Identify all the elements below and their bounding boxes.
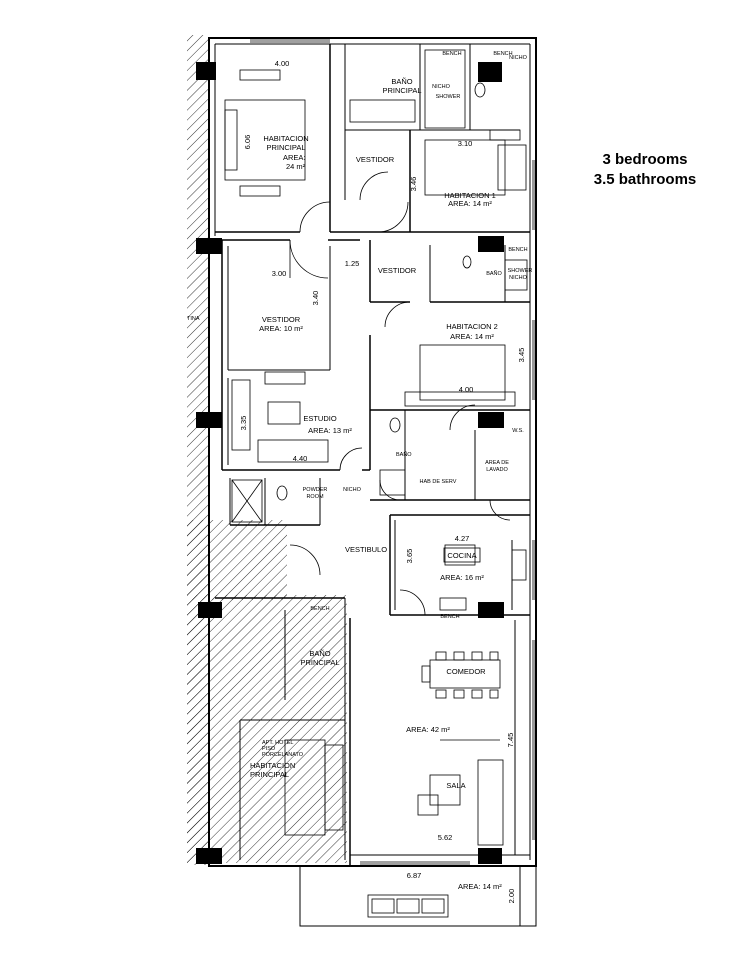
room-labels: HABITACION PRINCIPAL AREA: 24 m² BAÑO PR…	[187, 77, 509, 891]
dimension-label: 3.10	[458, 139, 473, 148]
coffee-table-icon	[429, 774, 461, 806]
master-bath-label-2: PRINCIPAL	[382, 86, 421, 95]
dimension-label: 3.35	[239, 416, 248, 431]
dimension-label: 3.65	[405, 549, 414, 564]
vestibulo-label: VESTIBULO	[345, 545, 387, 554]
neighbor-bath-label: BAÑO	[309, 649, 330, 658]
comedor-label: COMEDOR	[446, 667, 486, 676]
neighbor-bath-label-2: PRINCIPAL	[300, 658, 339, 667]
dimension-label: 3.45	[517, 348, 526, 363]
terrace-sofa-icon	[367, 894, 449, 918]
ws-label: W.S.	[512, 428, 524, 434]
bed-1-icon	[424, 139, 506, 196]
sink-icon	[511, 549, 527, 581]
bench-label: BENCH	[442, 51, 461, 57]
sala-label: SALA	[446, 781, 465, 790]
doors	[289, 171, 511, 616]
toilet-icon	[474, 82, 486, 98]
dimension-label: 7.45	[506, 733, 515, 748]
nicho-label: NICHO	[509, 55, 527, 61]
laundry-label-2: LAVADO	[486, 467, 508, 473]
toilet-icon	[462, 255, 472, 269]
dimension-label: 6.06	[243, 135, 252, 150]
bench-label: BENCH	[493, 51, 512, 57]
dimension-label: 4.27	[455, 534, 470, 543]
dimension-label: 4.40	[293, 454, 308, 463]
nicho-label: NICHO	[432, 84, 450, 90]
vestidor-big-label: VESTIDOR	[262, 315, 301, 324]
bench-label: BENCH	[508, 247, 527, 253]
bench-label: BENCH	[440, 614, 459, 620]
neighbor-note-1: APT. HOTEL	[262, 740, 293, 746]
master-bedroom-label-2: PRINCIPAL	[266, 143, 305, 152]
dimension-label: 4.00	[459, 385, 474, 394]
bench-label: BENCH	[310, 606, 329, 612]
kitchen-island-icon	[444, 544, 476, 566]
nicho-label: NICHO	[343, 487, 361, 493]
shower-label: SHOWER	[436, 94, 461, 100]
dimension-label: 3.00	[272, 269, 287, 278]
master-bath-label: BAÑO	[391, 77, 412, 86]
service-room-label: HAB DE SERV	[420, 479, 457, 485]
bedroom-2-area: AREA: 14 m²	[450, 332, 494, 341]
dimension-label: 6.87	[407, 871, 422, 880]
living-area: AREA: 42 m²	[406, 725, 450, 734]
furniture	[224, 49, 528, 918]
estudio-area: AREA: 13 m²	[308, 426, 352, 435]
fixture-labels: BENCH BENCH NICHO NICHO SHOWER BENCH BAÑ…	[310, 51, 532, 620]
cocina-label-box	[443, 547, 481, 563]
dimension-label: 1.25	[345, 259, 360, 268]
cocina-area: AREA: 16 m²	[440, 573, 484, 582]
terrace-area: AREA: 14 m²	[458, 882, 502, 891]
service-bath-label: BAÑO	[396, 451, 412, 458]
bedroom-1-label: HABITACION 1	[444, 191, 496, 200]
windows	[250, 39, 536, 865]
vestidor-top-label: VESTIDOR	[356, 155, 395, 164]
desk-icon	[267, 401, 301, 425]
neighbor-bed-label: HABITACION	[250, 761, 295, 770]
dimension-label: 3.46	[409, 177, 418, 192]
tina-label: TINA	[187, 316, 200, 322]
master-bedroom-label: HABITACION	[263, 134, 308, 143]
neighbor-bed-label-2: PRINCIPAL	[250, 770, 289, 779]
cocina-label: COCINA	[447, 551, 476, 560]
sofa-icon	[257, 439, 329, 463]
vanity-icon	[349, 99, 416, 123]
neighbor-note-2: PISO	[262, 746, 276, 752]
bed-2-icon	[419, 344, 506, 401]
dimension-label: 5.62	[438, 833, 453, 842]
structural-columns	[196, 62, 504, 864]
dimension-label: 2.00	[507, 889, 516, 904]
bano-label: BAÑO	[486, 270, 502, 277]
bedroom-count: 3 bedrooms	[602, 151, 688, 168]
powder-room-label-2: ROOM	[306, 494, 324, 500]
dimension-labels: 4.00 6.06 3.10 3.46 3.00 1.25 3.40 3.45 …	[239, 59, 526, 903]
dimension-label: 4.00	[275, 59, 290, 68]
neighbor-note-3: PORCELANATO	[262, 752, 304, 758]
toilet-icon	[389, 417, 401, 433]
nicho-label: NICHO	[509, 275, 527, 281]
bedroom-1-area: AREA: 14 m²	[448, 199, 492, 208]
laundry-label: AREA DE	[485, 460, 509, 466]
master-bedroom-area-label: AREA:	[283, 153, 306, 162]
bathroom-count: 3.5 bathrooms	[593, 171, 697, 188]
unit-summary: 3 bedrooms 3.5 bathrooms	[560, 150, 730, 190]
shower-label: SHOWER	[508, 268, 533, 274]
bedroom-2-label: HABITACION 2	[446, 322, 498, 331]
estudio-label: ESTUDIO	[303, 414, 337, 423]
living-sofa-icon	[477, 759, 504, 846]
master-bedroom-area: 24 m²	[286, 162, 306, 171]
vestidor-big-area: AREA: 10 m²	[259, 324, 303, 333]
toilet-icon	[276, 485, 288, 501]
powder-room-label: POWDER	[303, 487, 328, 493]
stove-icon	[439, 597, 467, 611]
vestidor-mid-label: VESTIDOR	[378, 266, 417, 275]
dimension-label: 3.40	[311, 291, 320, 306]
